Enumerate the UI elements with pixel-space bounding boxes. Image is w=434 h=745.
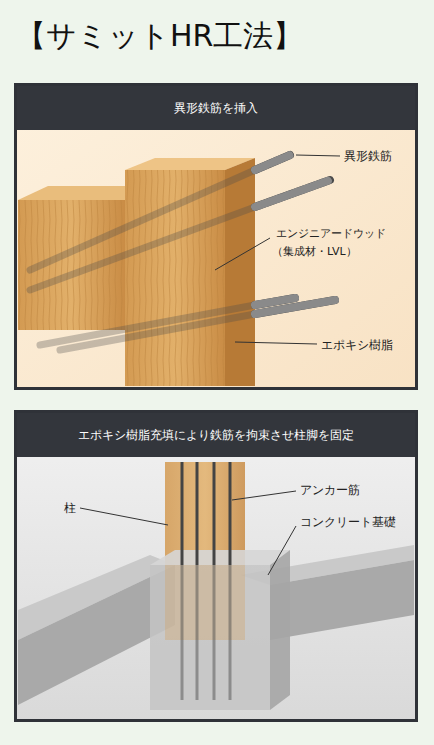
part-label: 異形鉄筋 — [344, 148, 392, 165]
panel-ground — [14, 83, 418, 390]
anchor-rod-embedded — [182, 565, 230, 700]
panel-header: エポキシ樹脂充填により鉄筋を拘束させ柱脚を固定 — [17, 413, 415, 457]
column — [165, 462, 245, 565]
step-panel: エポキシ樹脂充填により鉄筋を拘束させ柱脚を固定 — [14, 410, 418, 722]
pedestal-side — [270, 550, 290, 710]
panel-ground — [14, 410, 418, 722]
part-label: アンカー筋 — [300, 482, 360, 499]
column-side — [225, 158, 255, 386]
rebar-hidden — [30, 170, 255, 350]
page-title: 【サミットHR工法】 — [16, 16, 303, 57]
part-label: コンクリート基礎 — [300, 514, 396, 531]
panel-heading: 異形鉄筋を挿入 — [174, 100, 258, 117]
part-label: エポキシ樹脂 — [321, 337, 393, 354]
pedestal-top — [150, 550, 290, 565]
anchor-rod — [182, 462, 230, 565]
panel-header: 異形鉄筋を挿入 — [17, 86, 415, 130]
part-label: 柱 — [64, 500, 76, 517]
leader-line — [80, 491, 296, 575]
pedestal-face — [150, 565, 270, 710]
panel-heading: エポキシ樹脂充填により鉄筋を拘束させ柱脚を固定 — [78, 427, 354, 444]
part-label: （集成材・LVL） — [272, 244, 357, 259]
footing-face — [270, 560, 414, 640]
column-embedded — [165, 565, 245, 640]
part-label: エンジニアードウッド — [276, 226, 386, 241]
